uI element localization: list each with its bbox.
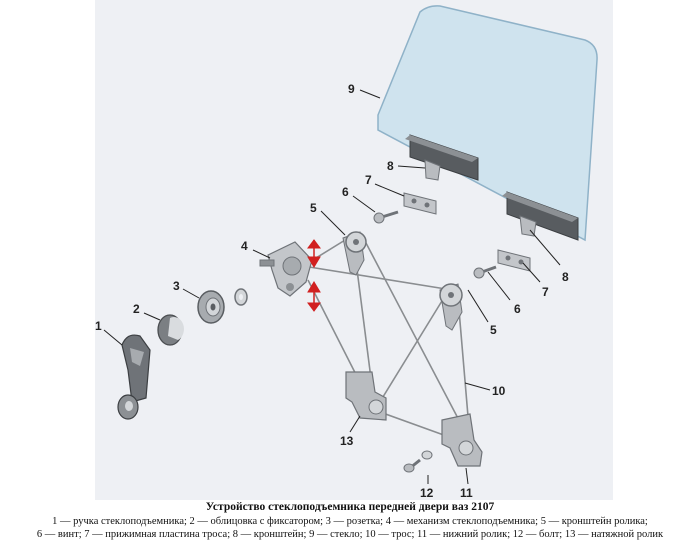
figure-caption: Устройство стеклоподъемника передней две… <box>0 500 700 541</box>
callout-12: 12 <box>420 486 434 500</box>
callout-4: 4 <box>241 239 248 253</box>
caption-legend-line-2: 6 — винт; 7 — прижимная пластина троса; … <box>0 529 700 541</box>
callout-2: 2 <box>133 302 140 316</box>
callout-5-upper: 5 <box>310 201 317 215</box>
callout-8-lower: 8 <box>562 270 569 284</box>
callout-7-upper: 7 <box>365 173 372 187</box>
callout-7-lower: 7 <box>542 285 549 299</box>
callout-13: 13 <box>340 434 354 448</box>
caption-legend-line-1: 1 — ручка стеклоподъемника; 2 — облицовк… <box>0 516 700 529</box>
callout-1: 1 <box>95 319 102 333</box>
socket-part <box>198 291 224 323</box>
callout-3: 3 <box>173 279 180 293</box>
callout-9: 9 <box>348 82 355 96</box>
diagram-canvas: 1 2 3 4 5 5 6 6 7 7 8 8 9 10 11 12 13 <box>0 0 700 500</box>
callout-10: 10 <box>492 384 506 398</box>
washer-part <box>235 289 247 305</box>
caption-title: Устройство стеклоподъемника передней две… <box>0 500 700 514</box>
callout-6-lower: 6 <box>514 302 521 316</box>
callout-8-upper: 8 <box>387 159 394 173</box>
callout-6-upper: 6 <box>342 185 349 199</box>
window-regulator-diagram: 1 2 3 4 5 5 6 6 7 7 8 8 9 10 11 12 13 <box>0 0 700 500</box>
callout-11: 11 <box>460 486 473 500</box>
callout-5-lower: 5 <box>490 323 497 337</box>
